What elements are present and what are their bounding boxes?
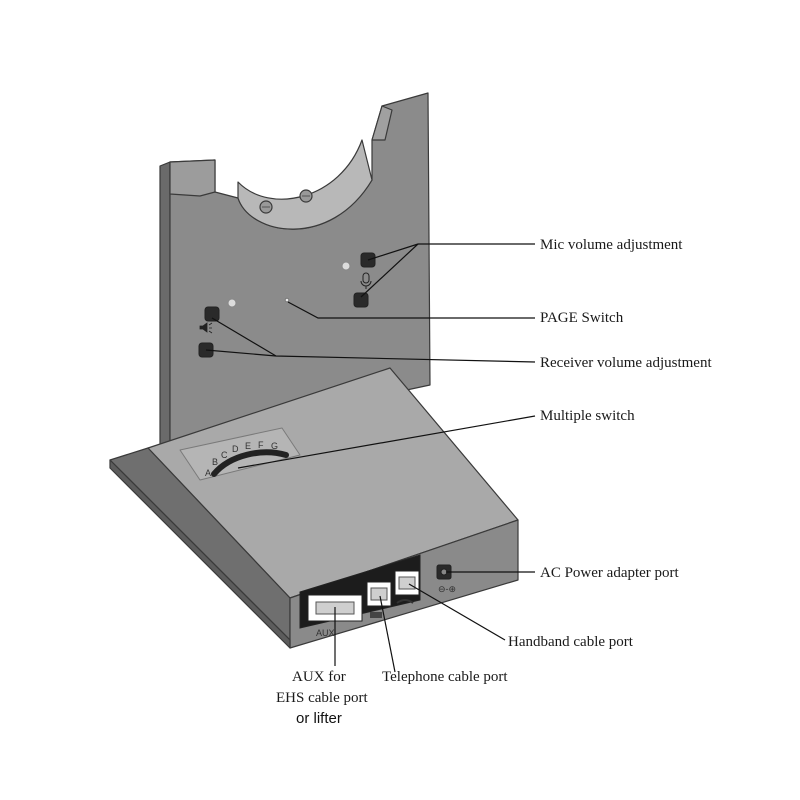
label-aux-line1: AUX for (292, 669, 346, 685)
leader-page (287, 301, 535, 319)
label-handband-port: Handband cable port (508, 634, 634, 650)
label-aux-line2: EHS cable port (276, 690, 368, 706)
page-switch[interactable] (284, 297, 290, 303)
base-station (109, 92, 519, 649)
leader-mic-2 (360, 243, 419, 298)
leader-telephone (379, 595, 396, 673)
multiple-switch-dial (211, 449, 289, 477)
leader-receiver-1 (211, 317, 277, 357)
power-polarity-icon: ⊖-⊕ (438, 584, 456, 594)
speaker-icon-group (199, 322, 213, 334)
switch-letter-d: D (232, 444, 239, 454)
speaker-icon (199, 322, 213, 334)
mic-icon-group (360, 272, 372, 289)
aux-port-marking: AUX (316, 628, 335, 638)
leader-receiver-2 (205, 349, 536, 363)
label-receiver-volume: Receiver volume adjustment (540, 355, 712, 371)
switch-letter-f: F (258, 440, 264, 450)
receiver-volume-up-button[interactable] (204, 306, 220, 322)
label-page-switch: PAGE Switch (540, 310, 624, 326)
switch-letter-a: A (205, 468, 211, 478)
ports (299, 554, 452, 629)
handset-icon (396, 599, 414, 604)
microphone-icon (360, 272, 372, 289)
label-mic-volume: Mic volume adjustment (540, 237, 683, 253)
mic-led (341, 261, 351, 271)
switch-letter-scale: A B C D E F G (205, 440, 278, 478)
switch-letter-g: G (271, 441, 278, 451)
leader-lines (205, 243, 536, 673)
label-aux-line3: or lifter (296, 710, 342, 727)
label-telephone-port: Telephone cable port (382, 669, 508, 685)
switch-letter-c: C (221, 450, 228, 460)
receiver-led (227, 298, 237, 308)
leader-multiple (237, 415, 536, 469)
back-panel-shoulder (169, 159, 216, 197)
switch-letter-b: B (212, 457, 218, 467)
back-panel-side (159, 161, 171, 467)
leader-mic-1 (367, 243, 419, 261)
leader-handband (408, 583, 506, 641)
label-ac-power: AC Power adapter port (540, 565, 680, 581)
cradle-prong (371, 105, 393, 141)
label-multiple-switch: Multiple switch (540, 408, 635, 424)
phone-icon (370, 612, 382, 618)
back-panel-controls (198, 252, 376, 358)
base-bottom-edge (109, 459, 291, 649)
switch-letter-e: E (245, 441, 251, 451)
mic-volume-down-button[interactable] (353, 292, 369, 308)
